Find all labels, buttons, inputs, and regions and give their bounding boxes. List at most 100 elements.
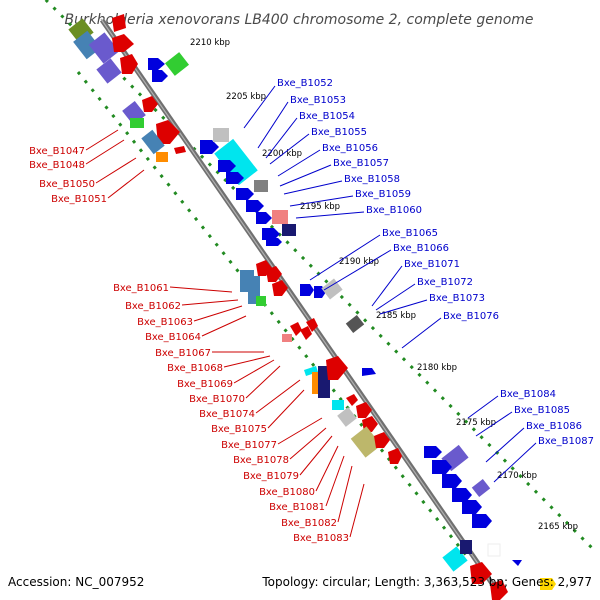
kbp-tick-label: 2205 kbp <box>226 92 266 102</box>
leader-line <box>337 465 353 523</box>
leader-line <box>467 395 499 419</box>
gene-arrow <box>442 474 462 488</box>
kbp-tick-label: 2170 kbp <box>497 471 537 481</box>
leader-line <box>277 149 321 177</box>
forward-genes <box>148 52 556 590</box>
gene-label[interactable]: Bxe_B1060 <box>366 205 422 216</box>
leader-line <box>493 442 537 483</box>
gene-arrow <box>174 146 186 154</box>
gene-label[interactable]: Bxe_B1048 <box>29 160 85 171</box>
gene-label[interactable]: Bxe_B1066 <box>393 243 449 254</box>
gene-label[interactable]: Bxe_B1069 <box>177 379 233 390</box>
gene-arrow <box>256 212 272 224</box>
kbp-tick-label: 2185 kbp <box>376 311 416 321</box>
gene-label[interactable]: Bxe_B1053 <box>290 95 346 106</box>
gene-label[interactable]: Bxe_B1082 <box>281 518 337 529</box>
gene-arrow <box>356 402 372 418</box>
gene-arrow <box>326 356 348 380</box>
gene-label[interactable]: Bxe_B1076 <box>443 311 499 322</box>
gene-label[interactable]: Bxe_B1081 <box>269 502 325 513</box>
gene-label[interactable]: Bxe_B1055 <box>311 127 367 138</box>
gene-arrow <box>152 70 168 82</box>
gene-arrow <box>452 488 472 502</box>
gene-label[interactable]: Bxe_B1058 <box>344 174 400 185</box>
right-leader-lines <box>243 85 537 483</box>
gene-label[interactable]: Bxe_B1056 <box>322 143 378 154</box>
gene-label[interactable]: Bxe_B1051 <box>51 194 107 205</box>
gene-label[interactable]: Bxe_B1073 <box>429 293 485 304</box>
gene-box <box>337 407 357 427</box>
gene-label[interactable]: Bxe_B1057 <box>333 158 389 169</box>
kbp-tick-label: 2200 kbp <box>262 149 302 159</box>
gene-label[interactable]: Bxe_B1052 <box>277 78 333 89</box>
gene-arrow <box>226 172 244 184</box>
gene-label[interactable]: Bxe_B1054 <box>299 111 355 122</box>
gene-label[interactable]: Bxe_B1063 <box>137 317 193 328</box>
leader-line <box>85 139 125 165</box>
leader-line <box>485 427 525 463</box>
gene-label[interactable]: Bxe_B1047 <box>29 146 85 157</box>
gene-label[interactable]: Bxe_B1075 <box>211 424 267 435</box>
gene-arrow <box>388 448 402 464</box>
gene-label[interactable]: Bxe_B1059 <box>355 189 411 200</box>
gene-label[interactable]: Bxe_B1080 <box>259 487 315 498</box>
gene-label[interactable]: Bxe_B1087 <box>538 436 594 447</box>
gene-label[interactable]: Bxe_B1083 <box>293 533 349 544</box>
gene-arrow <box>512 560 522 566</box>
gene-arrow <box>148 58 165 70</box>
gene-label[interactable]: Bxe_B1086 <box>526 421 582 432</box>
gene-arrow <box>218 160 236 172</box>
leader-line <box>279 164 332 187</box>
leader-line <box>371 265 403 307</box>
gene-label[interactable]: Bxe_B1065 <box>382 228 438 239</box>
gene-label[interactable]: Bxe_B1062 <box>125 301 181 312</box>
leader-line <box>295 211 365 219</box>
gene-label[interactable]: Bxe_B1078 <box>233 455 289 466</box>
gene-arrow <box>300 284 314 296</box>
gene-box <box>256 296 266 306</box>
leader-line <box>277 417 323 445</box>
gene-box <box>312 372 322 394</box>
kbp-tick-label: 2180 kbp <box>417 363 457 373</box>
leader-line <box>255 379 301 414</box>
map-title: Burkholderia xenovorans LB400 chromosome… <box>64 12 533 28</box>
gene-label[interactable]: Bxe_B1071 <box>404 259 460 270</box>
gene-arrow <box>266 266 282 282</box>
gene-label[interactable]: Bxe_B1061 <box>113 283 169 294</box>
leader-line <box>257 101 289 149</box>
gene-label[interactable]: Bxe_B1050 <box>39 179 95 190</box>
leader-line <box>95 157 137 184</box>
gene-arrow <box>490 580 508 600</box>
kbp-tick-label: 2175 kbp <box>456 418 496 428</box>
gene-label[interactable]: Bxe_B1064 <box>145 332 201 343</box>
gene-label[interactable]: Bxe_B1067 <box>155 348 211 359</box>
gene-box <box>272 210 288 224</box>
gene-label[interactable]: Bxe_B1068 <box>167 363 223 374</box>
gene-box <box>282 334 292 342</box>
genome-summary-text: Topology: circular; Length: 3,363,523 bp… <box>261 575 592 589</box>
gene-label[interactable]: Bxe_B1079 <box>243 471 299 482</box>
kbp-tick-label: 2195 kbp <box>300 202 340 212</box>
gene-label[interactable]: Bxe_B1085 <box>514 405 570 416</box>
accession-text: Accession: NC_007952 <box>8 575 144 589</box>
gene-label[interactable]: Bxe_B1074 <box>199 409 255 420</box>
gene-arrow <box>362 368 376 376</box>
gene-box <box>471 478 491 498</box>
gene-arrow <box>290 322 302 336</box>
gene-label[interactable]: Bxe_B1077 <box>221 440 277 451</box>
gene-box <box>130 118 144 128</box>
gene-box <box>487 543 501 557</box>
gene-label[interactable]: Bxe_B1072 <box>417 277 473 288</box>
leader-line <box>375 283 416 311</box>
leader-line <box>223 355 271 368</box>
leader-line <box>283 180 343 195</box>
gene-arrow <box>262 228 280 240</box>
gene-label[interactable]: Bxe_B1084 <box>500 389 556 400</box>
gene-box <box>73 30 101 60</box>
leader-line <box>315 445 339 492</box>
gene-box <box>318 366 330 398</box>
gene-label[interactable]: Bxe_B1070 <box>189 394 245 405</box>
left-leader-lines <box>85 129 365 538</box>
